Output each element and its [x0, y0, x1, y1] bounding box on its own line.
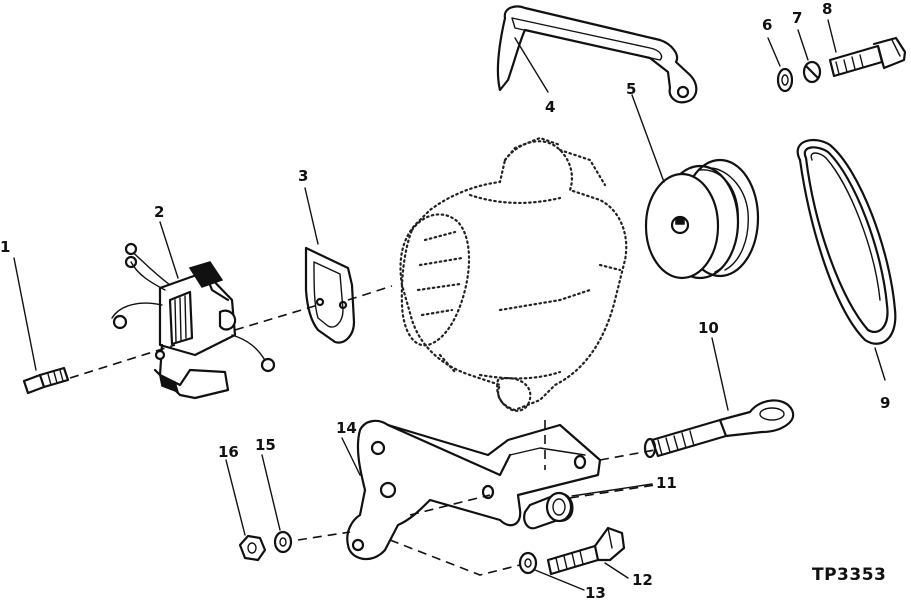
part-14-bracket: [346, 419, 602, 561]
part-11-bushing: [523, 491, 574, 530]
callout-4: 4: [545, 98, 555, 116]
callouts: 1 2 3 4 5 6 7 8 9 10 11 12 13 14 15 16: [0, 0, 890, 602]
callout-11: 11: [656, 474, 677, 492]
part-4-strap: [496, 5, 698, 104]
part-3-insulator: [304, 246, 356, 344]
part-6-washer: [776, 67, 794, 93]
part-12-capscrew: [546, 526, 626, 576]
part-13-washer: [518, 551, 538, 575]
callout-13: 13: [585, 584, 606, 602]
callout-1: 1: [0, 238, 10, 256]
alignment-lines: [69, 214, 681, 576]
callout-14: 14: [336, 419, 357, 437]
part-1-screw: [22, 366, 70, 395]
part-9-vbelt: [796, 138, 897, 345]
callout-12: 12: [632, 571, 653, 589]
callout-3: 3: [298, 167, 308, 185]
part-10-eyebolt: [643, 399, 795, 459]
part-16-nut: [238, 534, 267, 562]
callout-7: 7: [792, 9, 802, 27]
part-7-lock-washer: [802, 60, 822, 84]
part-5-pulley: [644, 158, 760, 280]
callout-16: 16: [218, 443, 239, 461]
leader-lines: [13, 19, 886, 591]
callout-9: 9: [880, 394, 890, 412]
callout-6: 6: [762, 16, 772, 34]
callout-2: 2: [154, 203, 164, 221]
part-2-regulator: [111, 242, 276, 400]
alternator-outline: [399, 136, 628, 412]
callout-15: 15: [255, 436, 276, 454]
part-15-washer: [273, 530, 293, 554]
callout-8: 8: [822, 0, 832, 18]
part-8-bolt: [828, 36, 907, 78]
figure-reference: TP3353: [812, 565, 886, 585]
callout-10: 10: [698, 319, 719, 337]
callout-5: 5: [626, 80, 636, 98]
